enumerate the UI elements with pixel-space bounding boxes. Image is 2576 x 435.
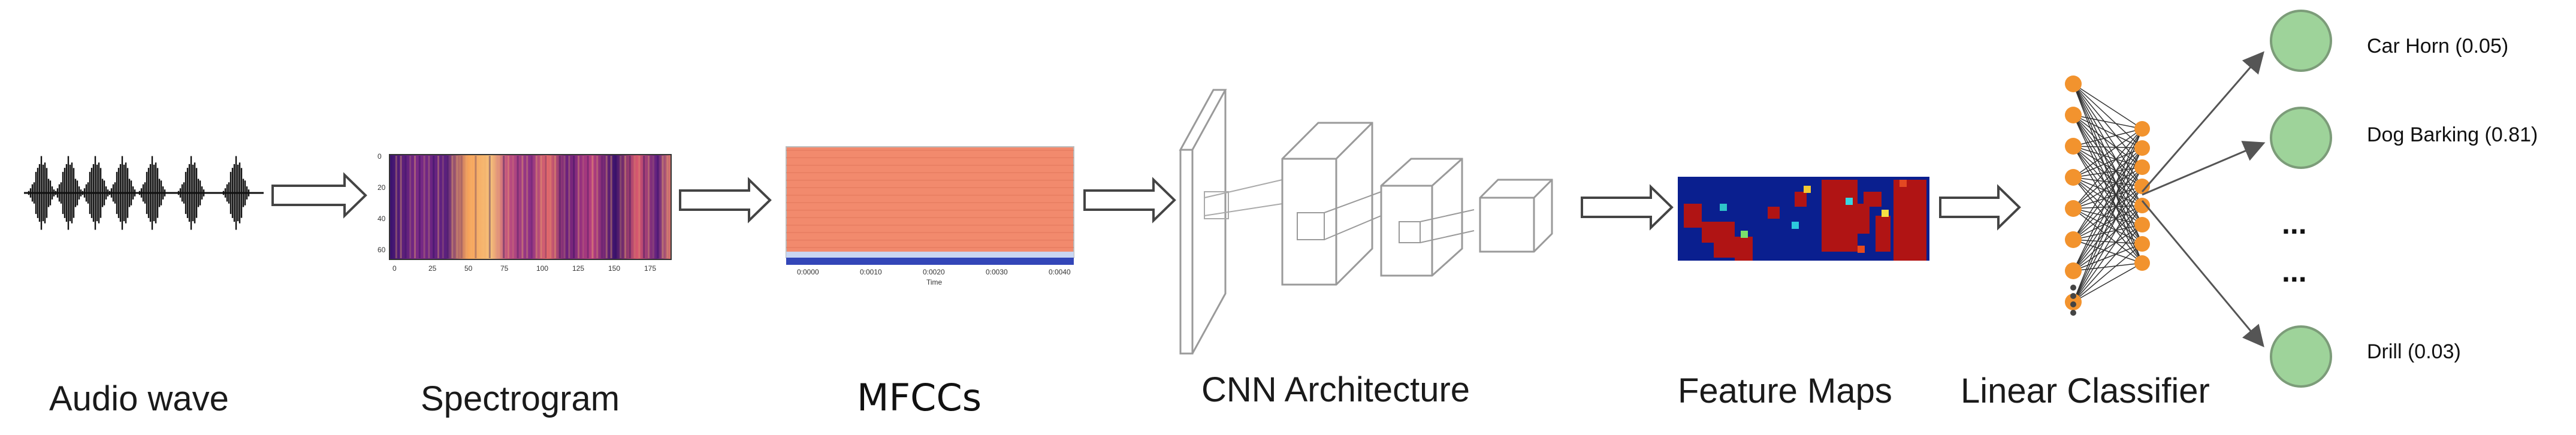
classifier-hidden-node [2134,159,2150,175]
classifier-hidden-node [2134,236,2150,252]
classifier-hidden-node [2134,121,2150,137]
output-arrows [2141,51,2266,348]
output-label-dog-barking: Dog Barking (0.81) [2367,123,2538,146]
feature-map-image [1678,177,1929,261]
ellipsis-2: ... [2282,255,2307,288]
hollow-arrow-icon [1083,177,1176,223]
spectrogram-label: Spectrogram [421,379,620,418]
spectrogram-ytick: 0 [378,152,382,161]
spectrogram-xtick: 0 [392,264,397,273]
ellipsis-1: ... [2282,207,2307,240]
spectrogram-xtick: 125 [572,264,584,273]
output-node-drill [2270,325,2332,388]
hollow-arrow-icon [679,177,772,223]
classifier-hidden-node [2134,255,2150,271]
classifier-hidden-node [2134,140,2150,156]
cnn-architecture-drawing [1179,89,1553,355]
classifier-input-node [2065,169,2082,186]
classifier-hidden-node [2134,217,2150,232]
hollow-arrow-icon [1581,184,1674,231]
classifier-dot [2070,293,2076,299]
classifier-dot [2070,301,2076,307]
spectrogram-ytick: 60 [378,246,386,254]
mfcc-xtick: 0:0000 [797,268,819,276]
mfcc-xlabel: Time [926,278,943,286]
classifier-hidden-node [2134,198,2150,213]
spectrogram-ytick: 40 [378,215,386,223]
mfcc-xtick: 0:0040 [1049,268,1071,276]
mfcc-image: 0:0000 0:0010 0:0020 0:0030 0:0040 Time [786,146,1074,286]
classifier-input-node [2065,107,2082,123]
classifier-input-node [2065,138,2082,155]
classifier-dot [2070,285,2076,291]
classifier-input-node [2065,262,2082,279]
spectrogram-xtick: 50 [464,264,473,273]
mfcc-xtick: 0:0020 [923,268,945,276]
spectrogram-xtick: 25 [428,264,437,273]
spectrogram-ytick: 20 [378,183,386,192]
output-node-dog-barking [2270,107,2332,169]
feature-maps-label: Feature Maps [1678,371,1892,410]
output-node-car-horn [2270,10,2332,72]
linear-classifier-network [2065,75,2150,316]
classifier-dot [2070,310,2076,316]
spectrogram-xtick: 100 [536,264,548,273]
classifier-input-node [2065,200,2082,217]
spectrogram-xtick: 175 [644,264,656,273]
mfccs-label: MFCCs [857,376,982,419]
classifier-input-node [2065,231,2082,248]
hollow-arrow-icon [271,172,367,219]
spectrogram-xtick: 150 [608,264,620,273]
audio-wave-label: Audio wave [49,379,229,418]
spectrogram-image: 0 20 40 60 0 25 50 75 100 125 150 175 [378,152,672,273]
mfcc-xtick: 0:0030 [986,268,1008,276]
audio-waveform-icon [24,156,264,230]
output-label-car-horn: Car Horn (0.05) [2367,35,2508,58]
hollow-arrow-icon [1939,184,2021,231]
cnn-architecture-label: CNN Architecture [1201,370,1470,409]
spectrogram-xtick: 75 [500,264,509,273]
output-label-drill: Drill (0.03) [2367,340,2461,363]
mfcc-xtick: 0:0010 [860,268,882,276]
linear-classifier-label: Linear Classifier [1961,371,2210,410]
classifier-input-node [2065,75,2082,92]
classifier-hidden-node [2134,179,2150,194]
